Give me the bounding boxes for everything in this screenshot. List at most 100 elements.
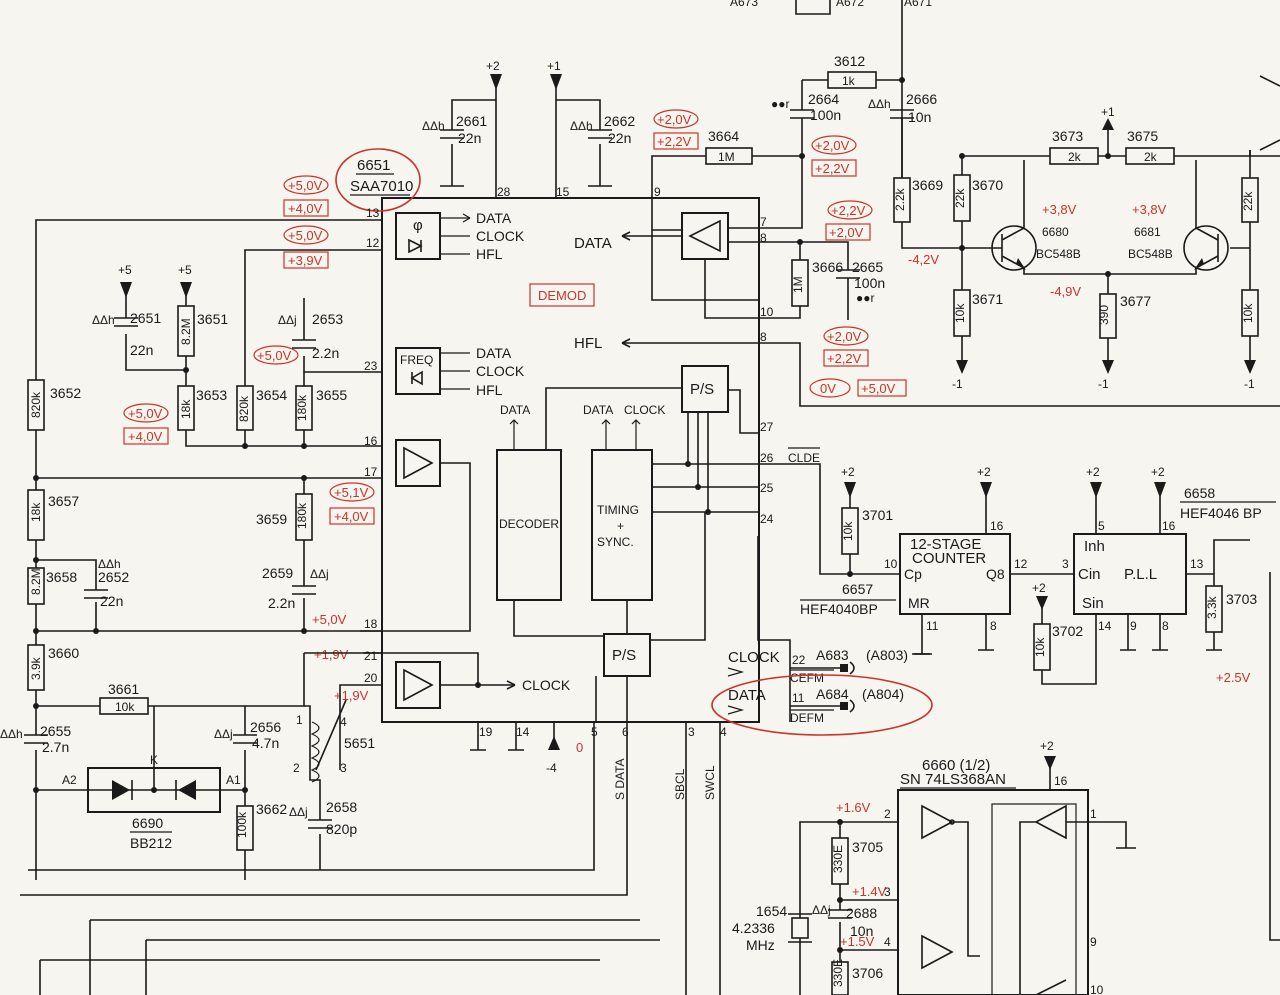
ann-2656: ΔΔj: [214, 727, 233, 741]
demod-label: DEMOD: [538, 288, 586, 303]
d6690-a1: A1: [226, 773, 241, 787]
clde-label: CLDE: [788, 451, 820, 465]
svg-text:+4,0V: +4,0V: [128, 429, 163, 444]
r3705: [831, 837, 849, 885]
swcl-label: SWCL: [703, 765, 717, 800]
c2659-ref: 2659: [262, 565, 293, 581]
svg-text:19: 19: [479, 725, 493, 739]
c2651-val: 22n: [130, 342, 153, 358]
u6658-cin: Cin: [1078, 566, 1101, 583]
r-right-top: [1241, 177, 1259, 223]
c2655-val: 2.7n: [42, 739, 69, 755]
d6690-a2: A2: [62, 773, 77, 787]
c2665-ref: 2665: [852, 259, 883, 275]
r3671: [953, 289, 971, 337]
r3655-ref: 3655: [316, 387, 347, 403]
decoder-block: [496, 449, 562, 601]
r3671-ref: 3671: [972, 291, 1003, 307]
r3702: [1033, 623, 1051, 671]
svg-text:+5,0V: +5,0V: [257, 348, 292, 363]
defm-label: DEFM: [790, 711, 824, 725]
v-2-5: +2.5V: [1216, 670, 1251, 685]
svg-text:6: 6: [622, 725, 629, 739]
svg-text:+5,0V: +5,0V: [288, 228, 323, 243]
r3653: [177, 385, 195, 431]
svg-text:+2,0V: +2,0V: [829, 225, 864, 240]
top-a672: A672: [836, 0, 864, 9]
decoder-data: DATA: [500, 403, 530, 417]
ann-2652: ΔΔh: [98, 557, 121, 571]
c2666-ref: 2666: [906, 91, 937, 107]
u6657-q8: Q8: [986, 566, 1005, 582]
ps-upper-label: P/S: [690, 381, 714, 398]
u6660-part: SN 74LS368AN: [900, 771, 1006, 788]
timing-label: TIMING: [597, 503, 639, 517]
ann-2658: ΔΔj: [289, 805, 308, 819]
r3651-ref: 3651: [197, 311, 228, 327]
supply-ic-28: +2: [486, 59, 500, 73]
r3654: [236, 385, 254, 431]
u6660-p4: 4: [884, 935, 891, 949]
x1654-unit: MHz: [746, 937, 775, 953]
supply-5-a: +5: [118, 263, 132, 277]
svg-text:11: 11: [792, 691, 805, 705]
d6690-part: BB212: [130, 835, 172, 851]
c2652-val: 22n: [100, 593, 123, 609]
svg-text:3: 3: [688, 725, 695, 739]
freq-clock: CLOCK: [476, 363, 525, 379]
top-a673: A673: [730, 0, 758, 9]
r3657-val: 18k: [29, 502, 43, 522]
svg-text:+4,0V: +4,0V: [288, 201, 323, 216]
ann-2661: ΔΔh: [422, 119, 445, 133]
cefm-label: CEFM: [790, 671, 824, 685]
r3673: [1049, 147, 1099, 165]
freq-hfl: HFL: [476, 382, 503, 398]
data-pin-label: DATA: [728, 687, 766, 704]
timing-plus: +: [617, 519, 624, 533]
svg-text:8: 8: [760, 231, 767, 245]
r3659: [295, 493, 313, 541]
svg-text:+4,0V: +4,0V: [334, 509, 369, 524]
r3675-ref: 3675: [1127, 128, 1158, 144]
svg-text:26: 26: [760, 451, 774, 465]
u6658-p5: 5: [1098, 519, 1105, 533]
svg-text:+2,0V: +2,0V: [827, 329, 862, 344]
r3706-val: 330E: [831, 959, 845, 987]
svg-text:25: 25: [760, 481, 774, 495]
q6681-part: BC548B: [1128, 247, 1173, 261]
u6657-p12: 12: [1014, 557, 1028, 571]
r3705-ref: 3705: [852, 839, 883, 855]
l5651-ref: 5651: [344, 735, 375, 751]
v-3705-c: +1.5V: [840, 934, 875, 949]
ic-part: SAA7010: [350, 178, 413, 195]
data-out-label: DATA: [574, 235, 612, 252]
svg-text:10: 10: [760, 305, 774, 319]
u6657-cp: Cp: [904, 566, 922, 582]
svg-text:+5,0V: +5,0V: [312, 612, 347, 627]
r3675-val: 2k: [1144, 150, 1158, 164]
svg-text:7: 7: [760, 215, 767, 229]
r3664-ref: 3664: [708, 128, 739, 144]
u6658-p13: 13: [1190, 557, 1204, 571]
svg-text:+2,0V: +2,0V: [657, 112, 692, 127]
svg-text:13: 13: [366, 206, 380, 220]
c2688-val: 10n: [850, 923, 873, 939]
c2653-ref: 2653: [312, 311, 343, 327]
supply-ic-minus4: -4: [546, 761, 557, 775]
r3660: [27, 644, 45, 691]
supply-m1-a: -1: [952, 377, 963, 391]
x1654: [791, 917, 809, 939]
v-3705-a: +1.6V: [836, 800, 871, 815]
a683: A683: [816, 647, 849, 663]
r3657-ref: 3657: [48, 493, 79, 509]
svg-text:+5,0V: +5,0V: [288, 178, 323, 193]
c2655-ref: 2655: [40, 723, 71, 739]
ann-2666: ΔΔh: [868, 97, 891, 111]
svg-text:9: 9: [654, 185, 661, 199]
phi-symbol: φ: [413, 217, 423, 234]
ann-2653: ΔΔj: [278, 313, 297, 327]
a684: A684: [816, 686, 849, 702]
c2664-ref: 2664: [808, 91, 839, 107]
